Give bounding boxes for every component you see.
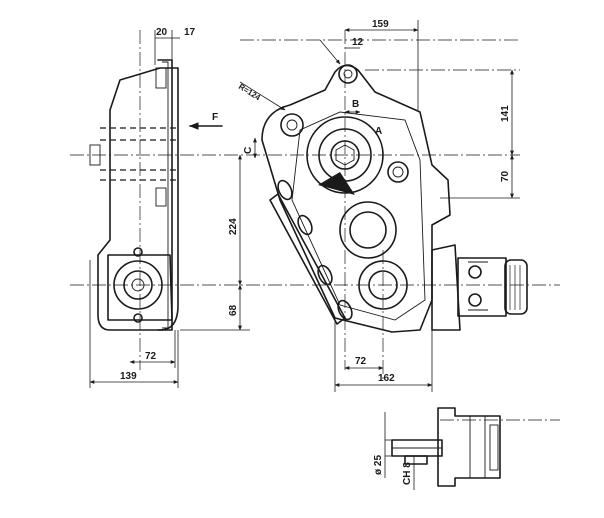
drain-plug: [392, 166, 404, 178]
side-view-shaft: [131, 278, 145, 292]
radius-label: R=124: [237, 82, 262, 103]
motor-adapter-body: [457, 257, 507, 317]
dim-b-label: B: [352, 99, 359, 110]
intermediate-bearing-outer: [339, 201, 397, 259]
dim-162-label: 162: [378, 373, 395, 384]
dim-70-label: 70: [500, 170, 511, 182]
input-bearing-outer: [306, 116, 384, 194]
dim-72-right-label: 72: [355, 356, 367, 367]
dim-20-label: 20: [156, 27, 168, 38]
shaft-detail: ø 25 CH 8: [373, 407, 501, 490]
center-lines: [70, 30, 560, 421]
dim-68-label: 68: [228, 304, 239, 316]
side-view-base-pad: [107, 254, 173, 321]
detail-housing: [437, 407, 501, 487]
mount-boss-2: [297, 214, 313, 236]
key-size-label: CH 8: [402, 462, 413, 485]
side-view-flange-inner: [162, 61, 169, 329]
lifting-eye: [338, 64, 358, 84]
side-view: F: [89, 59, 223, 331]
input-shaft-hex: [335, 144, 355, 166]
dim-c-label: C: [243, 147, 254, 154]
lifting-eye-hole: [343, 69, 353, 79]
dim-12-leader: [319, 39, 341, 65]
adapter-bolt-bottom: [468, 293, 482, 307]
front-view: [261, 64, 528, 333]
output-flange: [431, 244, 461, 331]
dim-12-label: 12: [352, 37, 364, 48]
input-shaft: [330, 140, 360, 170]
detail-bolt: [489, 424, 499, 471]
output-bearing-inner: [368, 270, 398, 300]
dim-139-label: 139: [120, 371, 137, 382]
side-view-bore: [123, 270, 153, 300]
adapter-ribs: [468, 261, 488, 311]
drain-plug-boss: [387, 161, 409, 183]
detail-key: [404, 455, 428, 465]
side-view-flange: [157, 59, 173, 331]
motor-adapter: [457, 257, 528, 317]
mount-boss-1: [277, 179, 293, 201]
force-label: F: [212, 112, 218, 123]
side-view-stud-2: [155, 187, 167, 207]
output-bearing-outer: [358, 260, 408, 310]
side-view-bolt-bottom: [133, 313, 143, 323]
adapter-bolt-top: [468, 265, 482, 279]
dim-72-left-label: 72: [145, 351, 157, 362]
breather-hole: [286, 119, 298, 131]
side-view-bolt-top: [133, 247, 143, 257]
dimensions: 20 17 159 12 141 70 224 68 72 139 72: [89, 19, 520, 392]
side-view-plug: [89, 144, 101, 166]
shaft-diameter-label: ø 25: [373, 455, 384, 475]
side-view-boss: [113, 260, 163, 310]
mount-boss-3: [317, 264, 333, 286]
dim-17-label: 17: [184, 27, 196, 38]
dim-141-label: 141: [500, 105, 511, 122]
dim-159-label: 159: [372, 19, 389, 30]
side-view-stud-1: [155, 67, 167, 89]
breather-boss: [280, 113, 304, 137]
dim-a-label: A: [375, 126, 382, 137]
mount-flange: [269, 193, 346, 325]
radius-leader: [239, 81, 286, 111]
motor-adapter-cap: [504, 259, 528, 315]
mount-boss-4: [337, 299, 353, 321]
intermediate-bearing-inner: [349, 211, 387, 249]
dim-224-label: 224: [228, 218, 239, 235]
inner-rib: [318, 172, 355, 195]
side-view-housing: [97, 67, 179, 331]
